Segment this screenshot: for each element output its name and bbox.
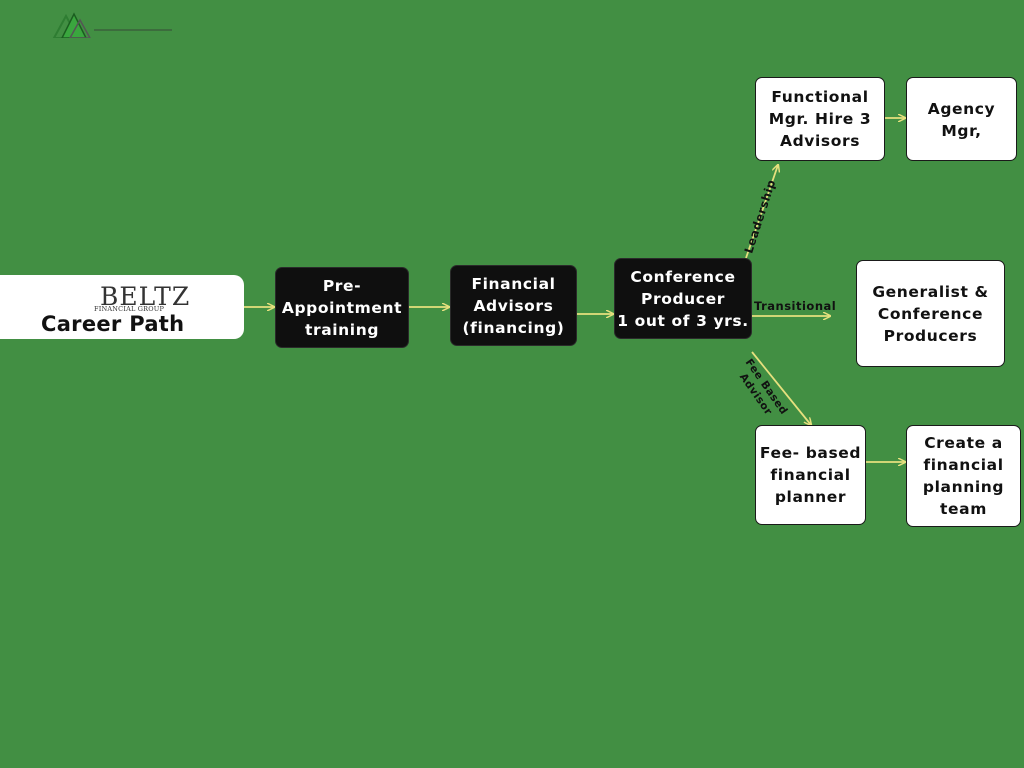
beltz-logo-icon [52, 12, 172, 38]
conference-producer-node: Conference Producer 1 out of 3 yrs. [614, 258, 752, 339]
logo-subtitle-text: FINANCIAL GROUP [94, 305, 165, 313]
page-title: Career Path [41, 312, 185, 336]
fee-based-planner-node: Fee- based financial planner [755, 425, 866, 525]
arrow-producer-to-functional-mgr [745, 165, 778, 259]
logo-brand-text: BELTZ [100, 282, 191, 311]
generalist-node: Generalist & Conference Producers [856, 260, 1005, 367]
career-path-title-card [0, 275, 244, 339]
financial-team-node: Create a financial planning team [906, 425, 1021, 527]
arrow-producer-to-fee-based [751, 351, 811, 425]
agency-mgr-node: Agency Mgr, [906, 77, 1017, 161]
financial-advisors-node: Financial Advisors (financing) [450, 265, 577, 346]
functional-mgr-node: Functional Mgr. Hire 3 Advisors [755, 77, 885, 161]
pre-appointment-node: Pre- Appointment training [275, 267, 409, 348]
edge-label-transitional: Transitional [754, 299, 837, 313]
